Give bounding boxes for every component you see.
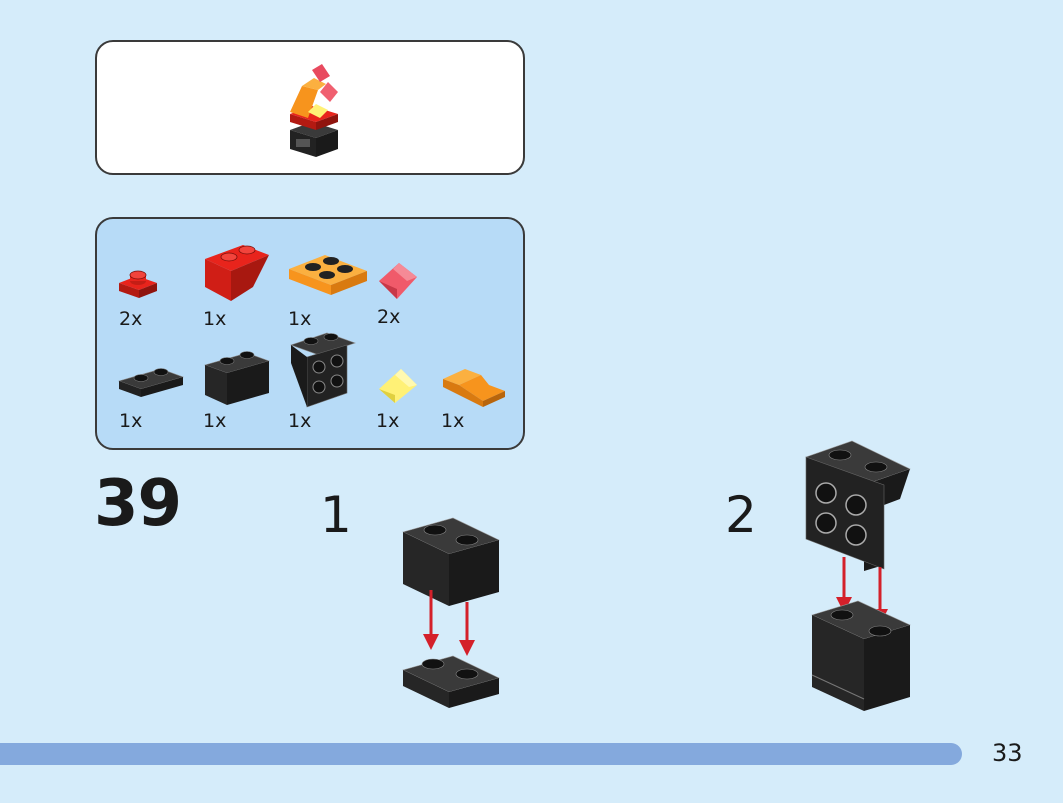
- part-qty: 2x: [377, 306, 401, 328]
- orange-plate-2x2-icon: [289, 255, 367, 295]
- trans-red-tile-slope-icon: [379, 263, 417, 299]
- part-qty: 1x: [288, 410, 312, 432]
- step-number: 39: [94, 467, 182, 541]
- model-preview-icon: [290, 64, 338, 157]
- part-qty: 1x: [441, 410, 465, 432]
- black-brick-1x2-icon: [204, 351, 270, 405]
- substep-2-illustration: [805, 440, 911, 711]
- substep-1-illustration: [402, 517, 500, 708]
- model-preview-panel: [95, 40, 525, 175]
- orange-slope-icon: [443, 369, 505, 407]
- progress-bar: [0, 743, 962, 765]
- part-qty: 2x: [119, 308, 143, 330]
- black-bracket-2x2-icon: [290, 332, 356, 408]
- black-plate-1x2-icon: [118, 368, 184, 397]
- part-qty: 1x: [119, 410, 143, 432]
- red-inverted-slope-icon: [205, 245, 269, 301]
- substep-1-label: 1: [320, 486, 352, 544]
- substep-2-label: 2: [725, 486, 757, 544]
- parts-list-panel: 2x 1x 1x 2x 1x 1x: [95, 217, 525, 450]
- part-qty: 1x: [376, 410, 400, 432]
- part-qty: 1x: [203, 308, 227, 330]
- page-number: 33: [992, 739, 1023, 767]
- trans-yellow-tile-slope-icon: [379, 369, 417, 403]
- part-qty: 1x: [203, 410, 227, 432]
- part-qty: 1x: [288, 308, 312, 330]
- red-plate-1x1-icon: [119, 270, 157, 298]
